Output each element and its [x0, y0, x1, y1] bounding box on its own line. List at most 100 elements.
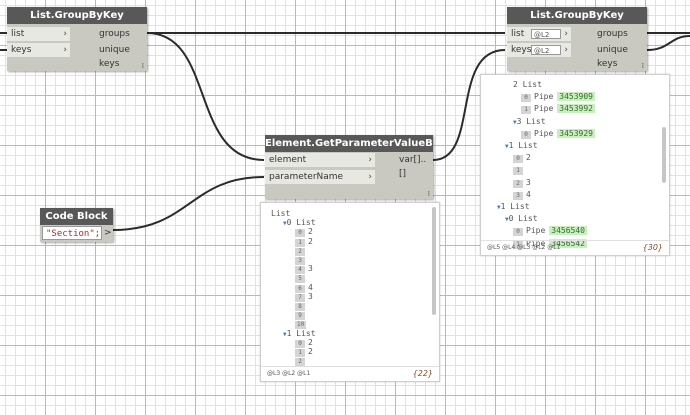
- port-label: groups: [597, 29, 628, 39]
- output-port-unique-keys[interactable]: unique keys: [95, 43, 147, 69]
- index-badge: 10: [295, 321, 307, 330]
- expand-triangle-icon[interactable]: ▼: [513, 118, 517, 126]
- element-id-value[interactable]: 3453909: [557, 92, 595, 102]
- list-levels: @L5 @L4 @L3 @L2 @L1: [487, 244, 561, 251]
- level-selector[interactable]: @L2: [531, 45, 561, 55]
- item-count: {30}: [642, 243, 663, 252]
- node-title[interactable]: List.GroupByKey: [7, 7, 147, 24]
- list-label: List: [271, 209, 291, 218]
- item-value: 2: [308, 227, 313, 237]
- expand-triangle-icon[interactable]: ▼: [505, 143, 509, 150]
- item-value: 2: [308, 337, 313, 347]
- tree-row: List: [271, 209, 290, 218]
- element-id-value[interactable]: 3453992: [557, 104, 595, 114]
- item-value: 3: [308, 264, 313, 274]
- index-badge: 1: [513, 167, 523, 176]
- input-port-parametername[interactable]: parameterName ›: [265, 170, 375, 184]
- tree-row: 2 List: [513, 80, 542, 89]
- expand-triangle-icon[interactable]: ▼: [283, 330, 287, 338]
- input-port-list[interactable]: list ›: [7, 27, 70, 41]
- expand-triangle-icon[interactable]: ▼: [497, 204, 501, 211]
- list-label: 1 List: [286, 328, 316, 338]
- output-port-groups[interactable]: groups: [95, 27, 147, 41]
- index-badge: 2: [295, 247, 305, 256]
- port-label: list: [11, 29, 25, 39]
- expand-triangle-icon[interactable]: ▼: [283, 220, 287, 228]
- preview-scrollbar[interactable]: [432, 207, 436, 315]
- preview-scrollbar[interactable]: [662, 127, 666, 183]
- lacing-icon[interactable]: ⁞: [641, 62, 644, 70]
- wire-code-to-parametername: [112, 176, 265, 231]
- list-label: 2 List: [513, 80, 542, 89]
- node-get-parameter-value[interactable]: Element.GetParameterValueByName element …: [265, 135, 433, 199]
- output-port-groups[interactable]: groups: [593, 27, 647, 41]
- chevron-right-icon: ›: [564, 45, 568, 55]
- wire-var-to-keys: [432, 49, 506, 161]
- index-badge: 1: [513, 240, 523, 249]
- node-title[interactable]: List.GroupByKey: [507, 7, 647, 24]
- chevron-right-icon: ›: [368, 155, 372, 165]
- element-id-value[interactable]: 3453929: [557, 128, 595, 138]
- item-value: 3: [526, 177, 531, 187]
- list-label: 3 List: [516, 116, 546, 126]
- element-id-value[interactable]: 3456540: [549, 226, 587, 236]
- element-type-label: Pipe: [526, 226, 546, 236]
- index-badge: 3: [513, 191, 523, 200]
- element-type-label: Pipe: [534, 92, 554, 102]
- expand-triangle-icon[interactable]: ▼: [505, 216, 509, 224]
- index-badge: 4: [295, 266, 305, 275]
- output-port-code[interactable]: >: [102, 226, 113, 240]
- output-port-unique-keys[interactable]: unique keys: [593, 43, 647, 69]
- lacing-icon[interactable]: ⁞: [427, 190, 430, 198]
- item-value: 2: [308, 236, 313, 246]
- code-editor[interactable]: "Section";: [42, 226, 102, 240]
- element-type-label: Pipe: [534, 104, 554, 114]
- index-badge: 0: [295, 229, 305, 238]
- wire-output-right-keys: [646, 35, 690, 51]
- index-badge: 2: [295, 358, 305, 367]
- tree-row: ▼0 List: [505, 214, 538, 223]
- chevron-right-icon: >: [104, 228, 112, 238]
- index-badge: 0: [521, 94, 531, 103]
- port-label: groups: [99, 29, 130, 39]
- element-id-value[interactable]: 3456542: [549, 238, 587, 248]
- preview-footer: @L5 @L4 @L3 @L2 @L1 {30}: [481, 240, 669, 255]
- port-label: list: [511, 29, 525, 39]
- level-selector[interactable]: @L2: [531, 29, 561, 39]
- output-port-var[interactable]: var[]..[]: [395, 153, 433, 179]
- tree-row: ▼1 List: [497, 202, 530, 211]
- lacing-icon[interactable]: ⁞: [141, 62, 144, 70]
- index-badge: 0: [513, 155, 523, 164]
- index-badge: 1: [521, 106, 531, 115]
- node-title[interactable]: Code Block: [40, 208, 113, 225]
- list-label: 1 List: [500, 202, 530, 211]
- input-port-element[interactable]: element ›: [265, 153, 375, 167]
- input-port-keys[interactable]: keys @L2 ›: [507, 43, 571, 57]
- node-code-block[interactable]: Code Block "Section"; >: [40, 208, 113, 242]
- tree-row: 9: [295, 310, 308, 321]
- item-value: 4: [526, 189, 531, 199]
- input-port-keys[interactable]: keys ›: [7, 43, 70, 57]
- node-groupbykey-left[interactable]: List.GroupByKey list › keys › groups uni…: [7, 7, 147, 71]
- port-label: unique keys: [99, 45, 130, 69]
- port-label: keys: [11, 45, 32, 55]
- tree-row: 2: [295, 356, 308, 367]
- index-badge: 0: [295, 339, 305, 348]
- node-groupbykey-right[interactable]: List.GroupByKey list @L2 › keys @L2 › gr…: [507, 7, 647, 71]
- tree-row: 3: [295, 255, 308, 265]
- chevron-right-icon: ›: [63, 45, 67, 55]
- input-port-list[interactable]: list @L2 ›: [507, 27, 571, 41]
- index-badge: 6: [295, 284, 305, 293]
- item-value: 3: [308, 291, 313, 301]
- node-title[interactable]: Element.GetParameterValueByName: [265, 135, 433, 152]
- item-count: {22}: [412, 369, 433, 378]
